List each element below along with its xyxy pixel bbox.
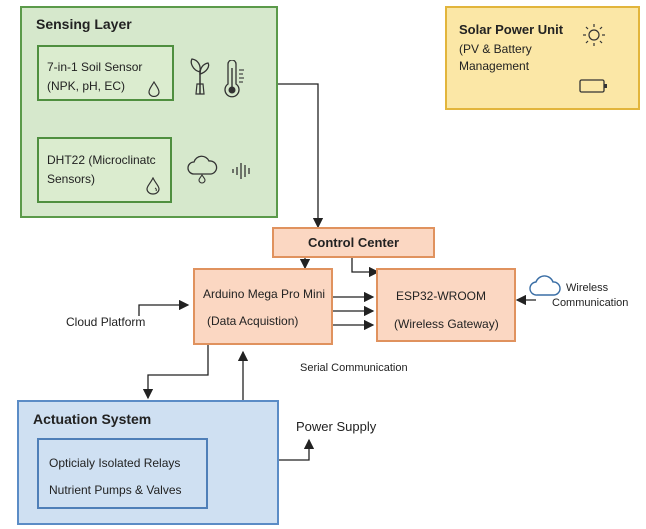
thermometer-icon <box>224 60 244 98</box>
water-drop-icon <box>148 81 160 97</box>
cloud-platform-label: Cloud Platform <box>66 315 146 329</box>
serial-communication-label: Serial Communication <box>300 362 408 374</box>
wireless-line1: Wireless <box>566 282 609 294</box>
actuation-line1: Opticialy Isolated Relays <box>49 456 181 470</box>
solar-line2: Management <box>459 59 530 73</box>
esp32-box: ESP32-WROOM (Wireless Gateway) <box>376 268 516 342</box>
water-drop-icon <box>146 177 160 195</box>
solar-line1: (PV & Battery <box>459 42 532 56</box>
wireless-line2: Communication <box>552 297 629 309</box>
sound-waves-icon <box>232 163 250 179</box>
control-center-label: Control Center <box>308 235 399 250</box>
arduino-box: Arduino Mega Pro Mini (Data Acquistion) <box>193 268 333 345</box>
cloud-icon <box>529 275 561 296</box>
actuation-inner-box: Opticialy Isolated Relays Nutrient Pumps… <box>37 438 208 509</box>
soil-sensor-box: 7-in-1 Soil Sensor (NPK, pH, EC) <box>37 45 174 101</box>
battery-icon <box>579 79 607 93</box>
dht22-line1: DHT22 (Microclinatc <box>47 153 156 167</box>
arrow-cloud-to-arduino <box>138 299 190 316</box>
actuation-line2: Nutrient Pumps & Valves <box>49 483 182 497</box>
actuation-title: Actuation System <box>33 411 152 427</box>
solar-title: Solar Power Unit <box>459 22 564 37</box>
power-supply-label: Power Supply <box>296 419 377 434</box>
arduino-line1: Arduino Mega Pro Mini <box>203 287 326 301</box>
arrow-control-to-esp32 <box>351 257 380 278</box>
solar-power-unit: Solar Power Unit (PV & Battery Managemen… <box>445 6 640 110</box>
esp32-line2: (Wireless Gateway) <box>394 317 499 331</box>
esp32-line1: ESP32-WROOM <box>396 289 487 303</box>
soil-sensor-line2: (NPK, pH, EC) <box>47 79 126 93</box>
plant-sprout-icon <box>190 58 210 95</box>
sensing-layer-title: Sensing Layer <box>36 16 132 32</box>
dht22-box: DHT22 (Microclinatc Sensors) <box>37 137 172 203</box>
cloud-rain-icon <box>187 155 218 184</box>
control-center-box: Control Center <box>272 227 435 258</box>
dht22-line2: Sensors) <box>47 172 96 186</box>
arrow-arduino-to-actuation <box>142 344 209 400</box>
sun-icon <box>583 24 605 46</box>
arduino-line2: (Data Acquistion) <box>207 314 299 328</box>
soil-sensor-line1: 7-in-1 Soil Sensor <box>47 60 143 74</box>
